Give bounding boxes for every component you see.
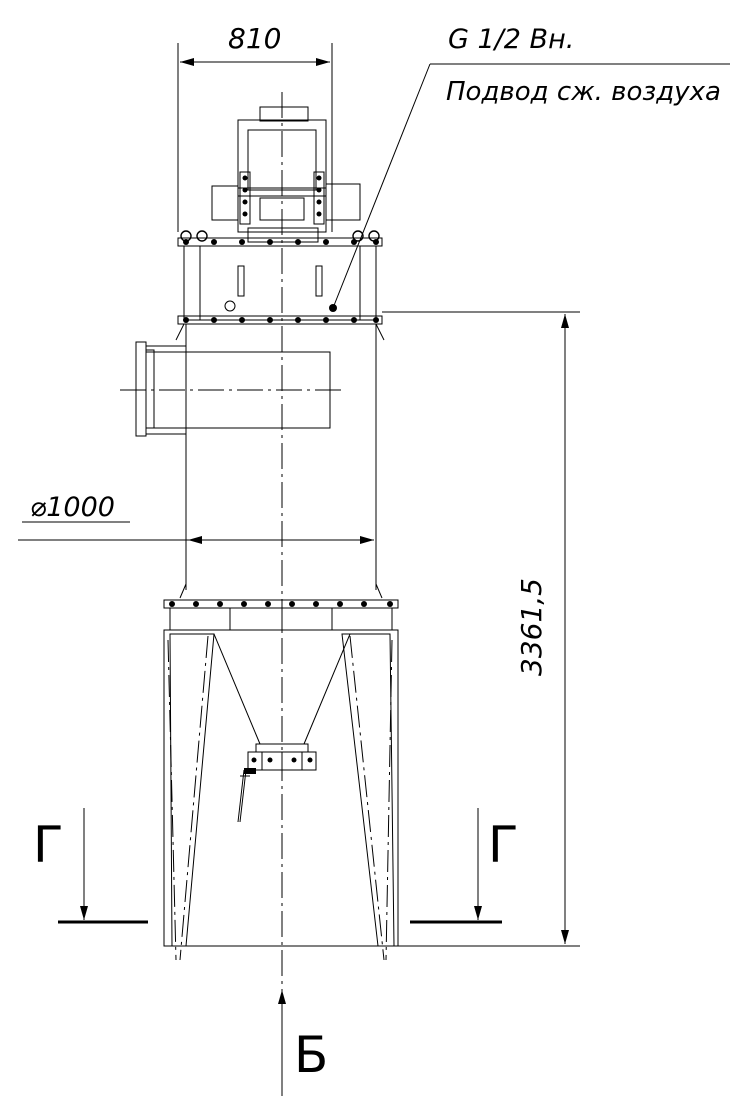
support-frame <box>163 629 399 961</box>
inlet-pipe <box>120 341 346 437</box>
dimension-810-label: 810 <box>228 22 281 55</box>
filter-section <box>175 237 385 341</box>
section-letter-right: Г <box>488 816 519 874</box>
dimension-diameter <box>18 521 374 544</box>
flange-bolts-lower <box>169 601 393 607</box>
top-drive-housing <box>211 106 361 243</box>
flange-bolts <box>183 239 379 323</box>
section-letter-left: Г <box>33 816 64 874</box>
section-mark-right <box>410 808 502 924</box>
air-supply-note: Подвод сж. воздуха <box>446 77 721 107</box>
dimension-810 <box>177 43 333 232</box>
thread-note: G 1/2 Вн. <box>448 24 574 55</box>
dimension-height <box>382 311 580 947</box>
dimension-height-label: 3361,5 <box>515 578 548 676</box>
hopper-cone <box>213 633 351 823</box>
section-mark-left <box>58 808 148 924</box>
top-housing-bolts <box>242 175 322 217</box>
leader-dot <box>329 304 337 312</box>
dimension-diameter-label: ⌀1000 <box>30 492 115 523</box>
cylinder-body <box>179 324 383 599</box>
air-supply-leader <box>332 63 730 309</box>
gate-valve-details <box>244 757 313 774</box>
view-letter: Б <box>294 1026 328 1084</box>
